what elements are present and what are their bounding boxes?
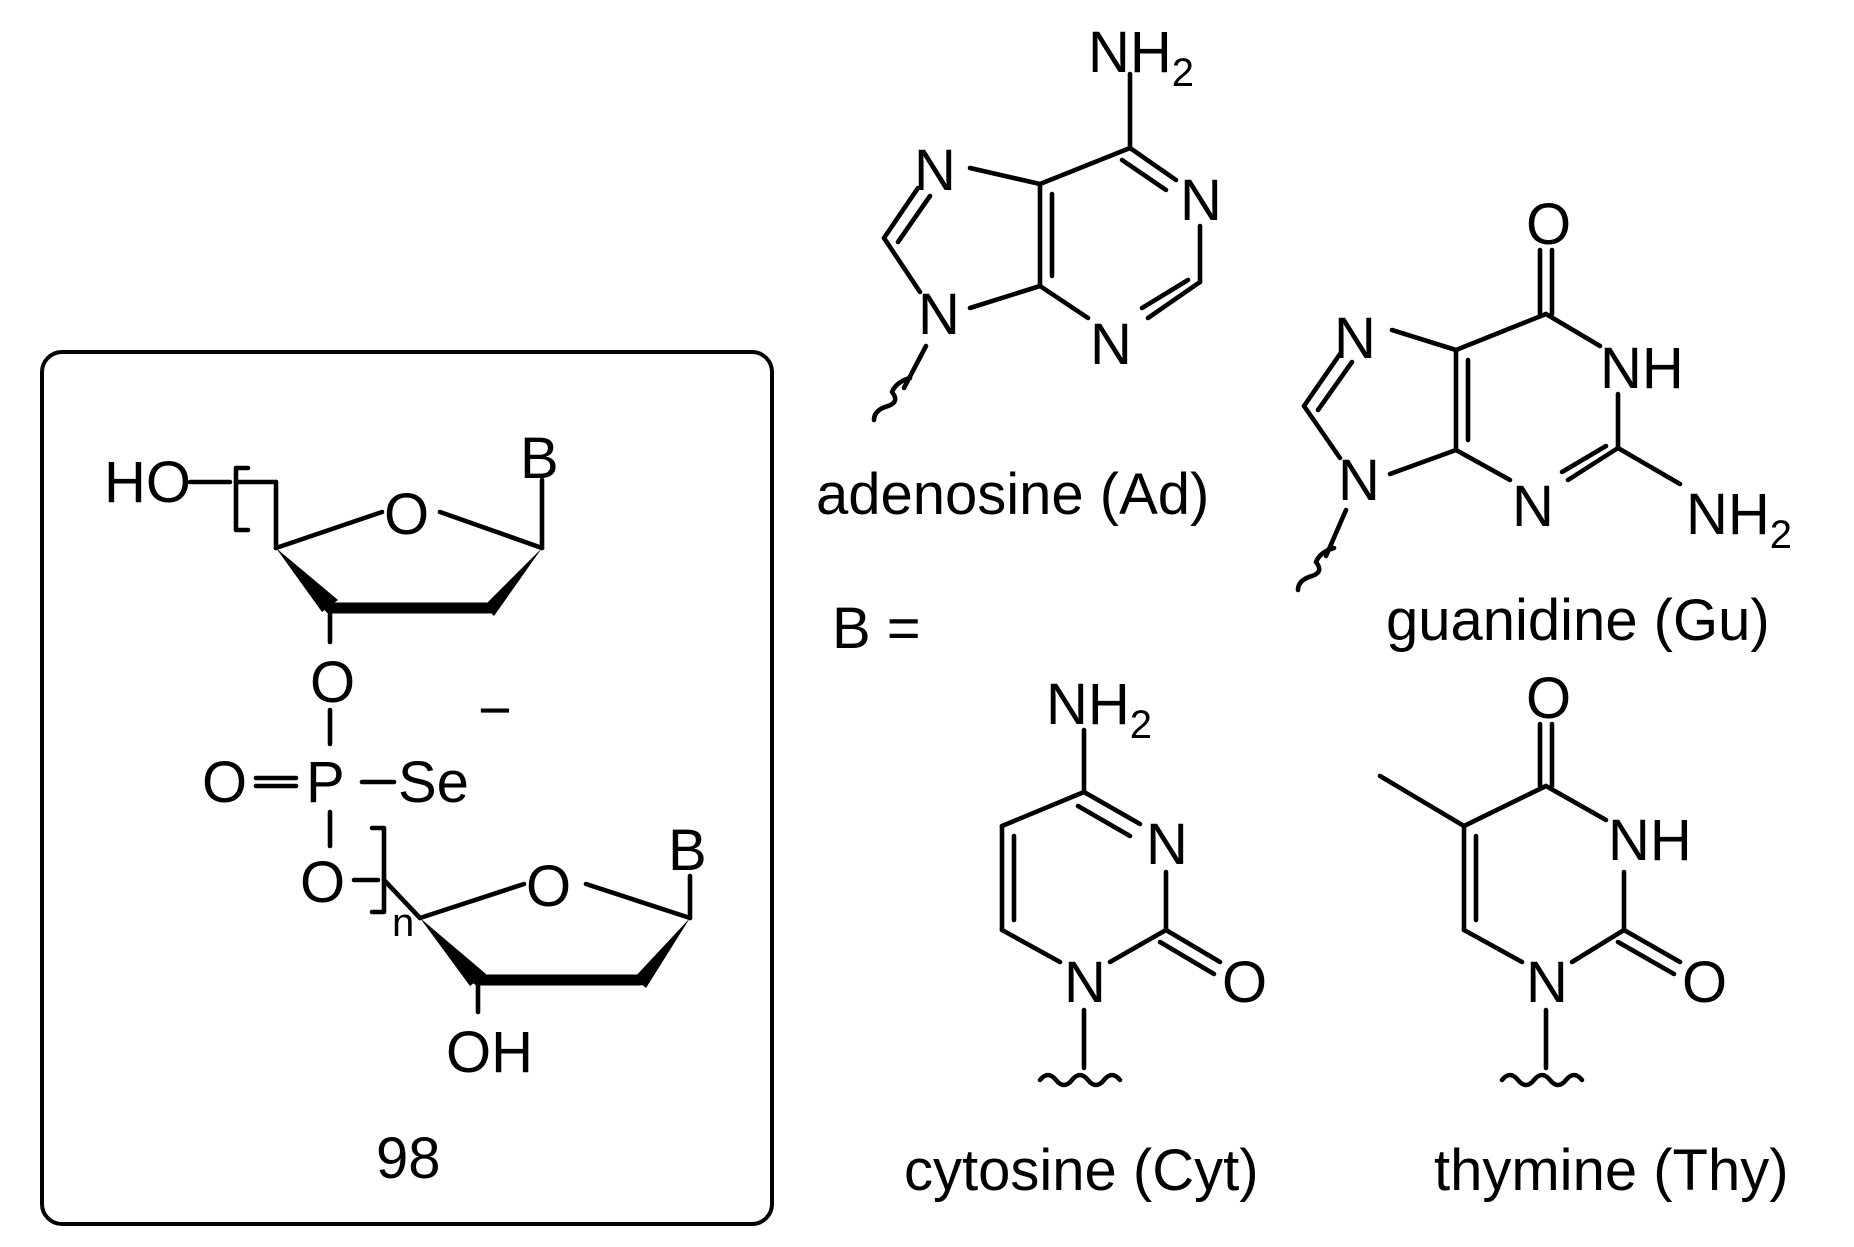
bond-c4-n3-double xyxy=(1075,803,1133,839)
thymine-structure xyxy=(1377,721,1683,1088)
cytosine-amine: NH2 xyxy=(1046,672,1152,747)
guanidine-structure xyxy=(1295,247,1683,593)
ho-label: HO xyxy=(104,450,191,515)
bond-n9-c4 xyxy=(1387,447,1459,477)
wavy-attachment xyxy=(1295,545,1337,593)
guanidine-n9: N xyxy=(1338,448,1380,513)
bond-c5-c6 xyxy=(1453,311,1549,353)
phosphorus-label: P xyxy=(306,750,345,815)
guanidine-carbonyl-o: O xyxy=(1526,192,1571,257)
selenium-label: Se xyxy=(398,750,469,815)
bond-c5-n7 xyxy=(1389,327,1459,353)
adenosine-n9: N xyxy=(918,282,960,347)
bond-c2-n3-double xyxy=(1559,443,1609,475)
bond-n1-c6 xyxy=(999,927,1063,965)
wavy-attachment xyxy=(871,375,913,423)
bond-n1-c6 xyxy=(1461,927,1525,965)
compound-frame xyxy=(40,350,774,1226)
bond-c6-n1 xyxy=(1543,311,1603,349)
cytosine-structure xyxy=(999,727,1223,1088)
compound-98-structure xyxy=(187,465,693,1015)
cytosine-carbonyl-o: O xyxy=(1222,950,1267,1015)
bond-c8-n9 xyxy=(1301,403,1343,461)
o-3prime-label: O xyxy=(310,650,355,715)
bond-c2-o-b xyxy=(1615,939,1677,977)
bond-n7-c8 xyxy=(881,185,921,241)
bond-n9-sugar xyxy=(901,343,929,391)
adenosine-n7: N xyxy=(914,138,956,203)
guanidine-n3: N xyxy=(1512,474,1554,539)
bond-c5-c4 xyxy=(1461,783,1549,829)
bond-c2-n3-double xyxy=(1139,277,1191,311)
adenosine-amine: NH2 xyxy=(1088,20,1194,95)
bond-o-c1-lower xyxy=(583,881,693,921)
bond-c4-n3 xyxy=(1081,789,1143,827)
bond-methyl xyxy=(1377,773,1467,829)
bond-c5-c6 xyxy=(1037,145,1133,187)
wedge-c4-c3 xyxy=(276,548,338,612)
base-bottom-label: B xyxy=(668,818,707,883)
bond-n7-c8-double xyxy=(895,193,933,245)
compound-number: 98 xyxy=(376,1126,441,1191)
bond-n9-c4 xyxy=(967,283,1043,311)
thymine-carbonyl-o4: O xyxy=(1526,666,1571,731)
left-bracket-top xyxy=(233,465,251,533)
b-equals-label: B = xyxy=(832,596,921,661)
wedge-c1-c2-lower xyxy=(634,918,690,988)
ring-o-top-label: O xyxy=(384,482,429,547)
bond-n7-c8-double xyxy=(1315,359,1355,413)
guanidine-amine: NH2 xyxy=(1686,482,1792,557)
bond-c2-n1 xyxy=(1569,927,1627,965)
bond-n3-c4 xyxy=(1453,447,1513,483)
bond-c5-lower xyxy=(381,877,423,921)
charge-label: − xyxy=(478,678,512,743)
bond-c2-n3 xyxy=(1565,445,1621,483)
bond-c2-o-b xyxy=(1157,939,1217,977)
adenosine-n3: N xyxy=(1090,312,1132,377)
thymine-n1: N xyxy=(1526,950,1568,1015)
bond-c8-n9 xyxy=(881,235,923,295)
thymine-nh: NH xyxy=(1608,808,1692,873)
base-top-label: B xyxy=(520,426,559,491)
bond-c6-n1-double xyxy=(1119,157,1169,193)
bond-c5-n7 xyxy=(967,165,1043,187)
thymine-carbonyl-o2: O xyxy=(1682,950,1727,1015)
bond-c6-n1 xyxy=(1127,145,1179,183)
bond-o-c1 xyxy=(437,509,545,551)
guanidine-caption: guanidine (Gu) xyxy=(1386,588,1770,653)
bond-c2-o-a xyxy=(1621,927,1683,965)
repeat-index-label: n xyxy=(392,901,414,945)
adenosine-caption: adenosine (Ad) xyxy=(816,462,1209,527)
bond-n7-c8 xyxy=(1301,351,1343,409)
wavy-attachment xyxy=(1037,1072,1123,1088)
guanidine-nh: NH xyxy=(1600,336,1684,401)
bond-c4-o-lower xyxy=(417,881,527,921)
bond-c2-o-a xyxy=(1163,927,1223,965)
bond-c2-n3 xyxy=(1145,279,1203,321)
right-bracket xyxy=(369,825,387,915)
wedge-c1-c2 xyxy=(484,548,542,616)
cytosine-n1: N xyxy=(1064,950,1106,1015)
oh-bottom-label: OH xyxy=(446,1020,533,1085)
bond-c5-c4 xyxy=(999,789,1087,829)
ring-o-bottom-label: O xyxy=(526,854,571,919)
phosphate-o-double-label: O xyxy=(202,750,247,815)
bond-c2-amine xyxy=(1615,445,1683,487)
adenosine-n1: N xyxy=(1180,168,1222,233)
cytosine-caption: cytosine (Cyt) xyxy=(904,1138,1259,1203)
bond-c2-n1 xyxy=(1107,927,1169,965)
bond-n3-c4 xyxy=(1037,283,1091,321)
guanidine-n7: N xyxy=(1334,306,1376,371)
bond-c4-o xyxy=(273,509,385,551)
cytosine-n3: N xyxy=(1146,812,1188,877)
bond-c4-n3 xyxy=(1543,783,1609,823)
wavy-attachment xyxy=(1499,1072,1585,1088)
adenosine-structure xyxy=(871,71,1203,423)
thymine-caption: thymine (Thy) xyxy=(1434,1138,1789,1203)
wedge-c4-c3-lower xyxy=(420,918,486,986)
o-5prime-label: O xyxy=(300,850,345,915)
